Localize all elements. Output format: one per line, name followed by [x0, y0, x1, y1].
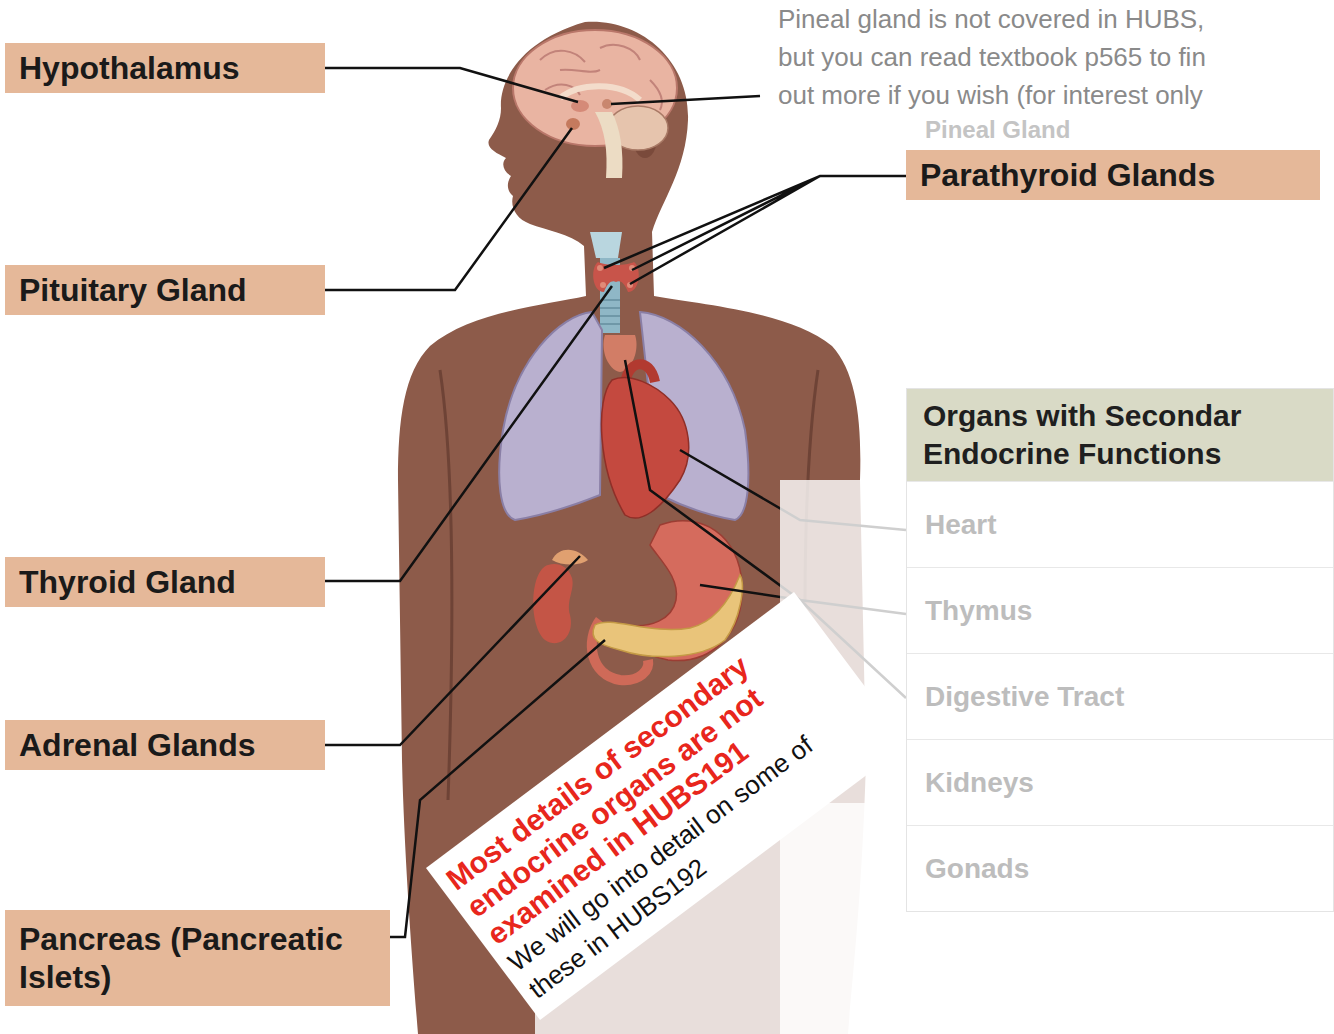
gland-label: Hypothalamus	[5, 43, 325, 93]
gland-label: Pituitary Gland	[5, 265, 325, 315]
gland-name: Hypothalamus	[19, 49, 311, 87]
kidney-organ	[533, 564, 572, 643]
parathyroid-organ	[597, 265, 603, 271]
watermark: Most details of secondary endocrine orga…	[440, 606, 894, 1006]
leader-line	[604, 176, 906, 284]
organ-name: Thymus	[925, 595, 1032, 627]
leader-line	[325, 556, 580, 745]
arm-line	[440, 370, 452, 800]
pituitary-organ	[566, 118, 580, 130]
organ-name: Digestive Tract	[925, 681, 1124, 713]
thyroid-organ	[593, 262, 639, 292]
gland-name: Parathyroid Glands	[920, 156, 1306, 194]
brain-gyri	[540, 45, 662, 110]
organ-name: Gonads	[925, 853, 1029, 885]
gland-name: Pancreas (Pancreatic Islets)	[19, 920, 376, 996]
organ-row: Heart	[907, 481, 1333, 567]
organ-row: Digestive Tract	[907, 653, 1333, 739]
note-text: Pineal gland is not covered in HUBS, but…	[778, 0, 1238, 114]
pineal-organ	[602, 99, 612, 109]
trachea-rings	[600, 300, 620, 324]
adrenal-organ	[552, 550, 588, 565]
gland-name: Adrenal Glands	[19, 726, 311, 764]
organ-name: Kidneys	[925, 767, 1034, 799]
organ-row: Thymus	[907, 567, 1333, 653]
gland-label: Adrenal Glands	[5, 720, 325, 770]
leader-line	[611, 96, 760, 104]
faded-label: Pineal Gland	[925, 116, 1070, 144]
organ-row: Kidneys	[907, 739, 1333, 825]
heart-organ	[601, 378, 688, 519]
corpus-callosum	[560, 86, 640, 100]
gland-label: Thyroid Gland	[5, 557, 325, 607]
gland-label: Pancreas (Pancreatic Islets)	[5, 910, 390, 1006]
gland-name: Pituitary Gland	[19, 271, 311, 309]
larynx	[590, 232, 622, 258]
lung	[499, 312, 602, 520]
organ-name: Heart	[925, 509, 997, 541]
organ-list-panel: Organs with Secondar Endocrine Functions…	[906, 388, 1334, 912]
brainstem	[595, 112, 623, 178]
leader-line	[325, 128, 572, 290]
leader-line	[325, 286, 612, 581]
parathyroid-organ	[600, 282, 606, 288]
panel-heading: Organs with Secondar Endocrine Functions	[907, 389, 1333, 481]
gland-name: Thyroid Gland	[19, 563, 311, 601]
leader-line	[325, 68, 578, 102]
watermark-patch	[426, 592, 908, 1020]
gland-label: Parathyroid Glands	[906, 150, 1320, 200]
organ-row: Gonads	[907, 825, 1333, 911]
